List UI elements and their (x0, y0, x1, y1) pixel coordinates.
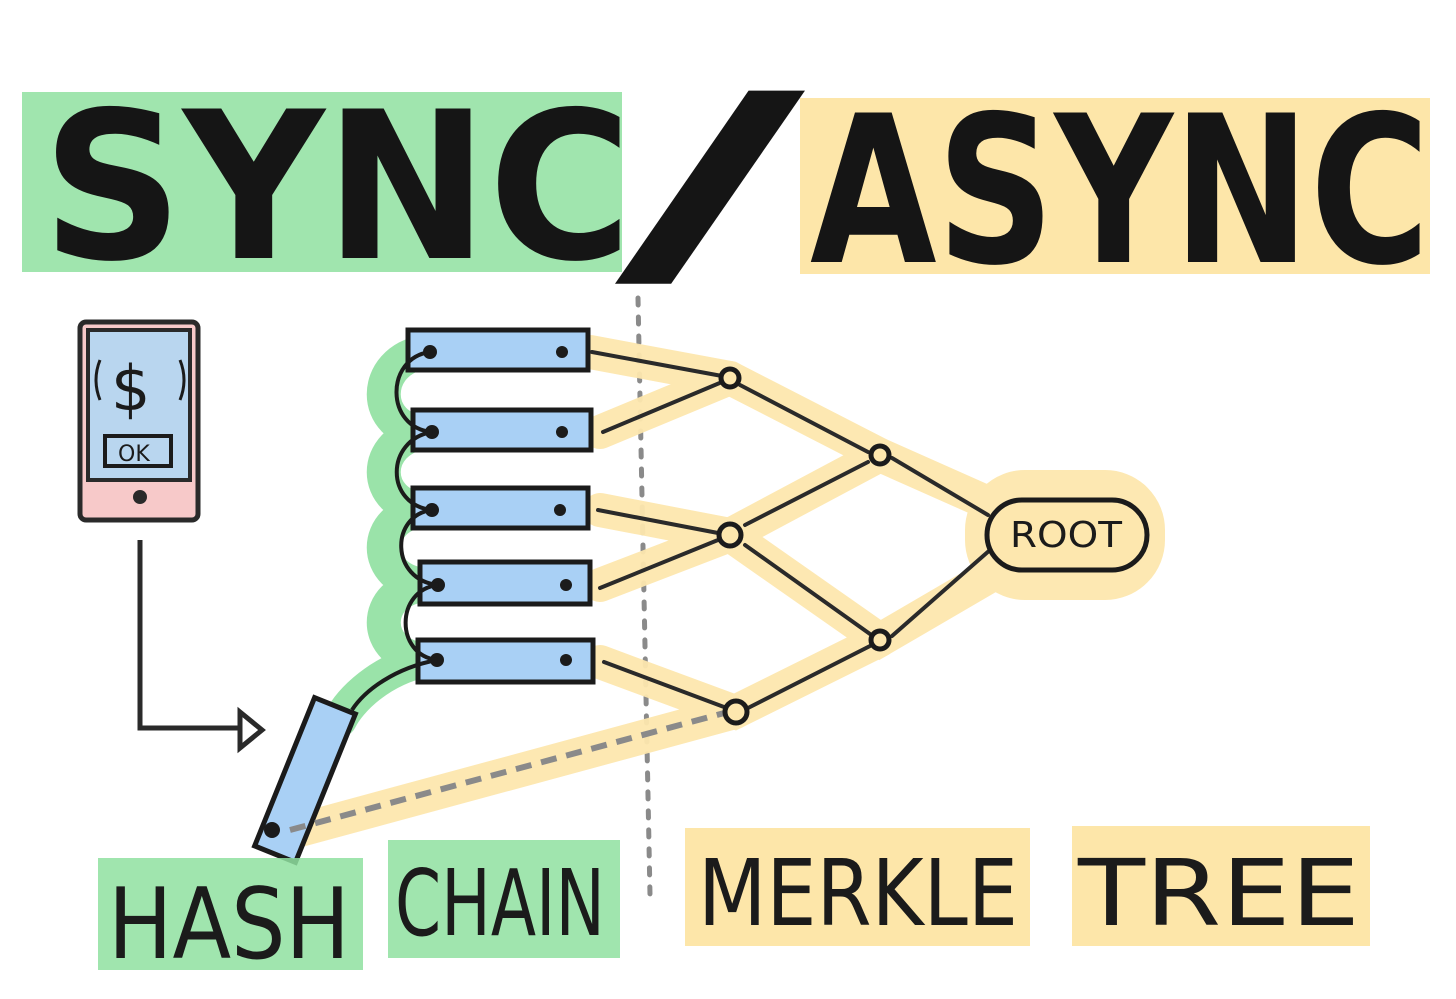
title-separator: / (615, 45, 805, 318)
phone-ok-label: OK (118, 442, 150, 467)
new-block-dot (264, 822, 280, 838)
new-block (251, 694, 359, 866)
merkle-leaf-node-2 (716, 521, 744, 549)
phone-dollar-symbol: $ (111, 352, 150, 425)
label-merkle: MERKLE (698, 840, 1018, 947)
title-async: ASYNC (810, 73, 1430, 311)
merkle-leaf-node-3 (722, 698, 750, 726)
phone-icon: $ OK (77, 319, 201, 523)
async-highlight (800, 98, 1430, 274)
merkle-nodes (716, 366, 892, 726)
block-3 (410, 485, 591, 531)
block-4 (417, 559, 593, 607)
merkle-inner-node-2 (868, 628, 892, 652)
title-sync: SYNC (42, 69, 632, 307)
divider-dotted-line (635, 295, 653, 898)
block-1 (405, 327, 591, 373)
label-tree: TREE (1077, 840, 1360, 947)
chain-label-highlight (388, 840, 620, 958)
hash-chain-blocks (405, 327, 596, 685)
block-5 (415, 637, 596, 685)
phone-ok-button (103, 434, 173, 468)
sync-highlight (22, 92, 622, 272)
merkle-edges (590, 350, 992, 710)
label-chain: CHAIN (395, 850, 605, 957)
label-hash: HASH (108, 868, 350, 982)
merkle-leaf-node-1 (718, 366, 742, 390)
tree-label-highlight (1072, 826, 1370, 946)
hash-label-highlight (98, 858, 363, 970)
phone-home-button (133, 490, 147, 504)
new-block-dashed-link (289, 709, 729, 833)
merkle-root-label: ROOT (1010, 515, 1123, 556)
phone-arrow (137, 540, 266, 754)
hash-chain-links (350, 350, 439, 712)
merkle-root-node (984, 497, 1150, 573)
merkle-inner-node-1 (868, 443, 892, 467)
merkle-label-highlight (685, 828, 1030, 946)
block-2 (410, 407, 594, 453)
